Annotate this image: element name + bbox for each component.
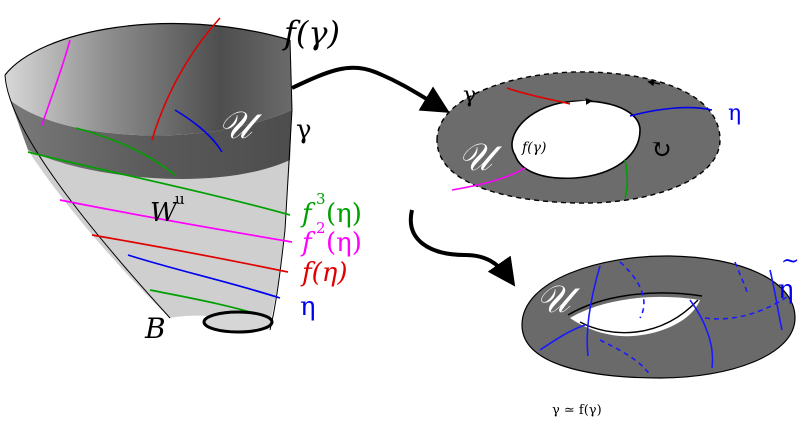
curve-f2-eta [59,199,293,243]
label-eta-cone: η [300,292,316,322]
quotient-arrow [291,65,450,113]
label-B: B [144,312,166,345]
label-eta-tilde: ~ η [778,249,799,305]
rim-blue-curve [174,109,223,153]
inner-orientation-arrow [569,97,593,105]
torus-blue-dashed-2 [704,294,791,320]
unstable-manifold-cone [4,17,293,334]
label-Wu: W u [150,190,185,228]
rim-curve-f-gamma [4,22,291,76]
svg-text:f: f [300,228,316,258]
torus-blue-dashed-3 [599,339,651,376]
svg-text:(η): (η) [326,199,362,229]
torus-arrow [408,209,516,287]
curve-f1-eta [91,234,289,273]
svg-text:2: 2 [316,219,326,237]
annulus-green-curve [624,159,629,199]
rim-magenta-curve [41,39,71,126]
svg-text:3: 3 [316,190,326,208]
torus-hole [570,296,700,337]
label-f-gamma-annulus: f(γ) [521,140,546,156]
svg-text:(η): (η) [326,228,362,258]
annulus-red-curve [506,87,571,105]
torus-hole-lower-edge [579,299,699,334]
cone-lower-body [28,150,290,330]
label-gamma-cone: γ [296,115,312,145]
torus-blue-dashed-1 [619,261,645,319]
torus-blue-solid-3 [769,269,783,331]
annulus-blue-curve [629,106,713,117]
label-f3-eta: f 3 (η) [300,190,362,229]
svg-text:f: f [300,199,316,229]
svg-text:u: u [175,190,185,208]
torus-quotient [521,255,796,379]
annulus-fundamental-domain [436,71,721,204]
svg-text:W: W [150,198,179,228]
annulus-magenta-curve [451,167,526,191]
svg-text:~: ~ [781,249,799,274]
cone-rim-interior [5,23,292,136]
svg-text:η: η [778,275,794,305]
torus-blue-solid-1 [586,265,601,357]
torus-hole-upper-edge [567,292,703,316]
svg-text:~: ~ [541,261,559,286]
torus-blue-solid-2 [689,299,714,369]
gamma-orientation-arrow [647,79,661,87]
curve-f3-eta [27,151,291,216]
fundamental-domain-band [10,100,292,179]
torus-blue-solid-4 [539,324,586,351]
label-eta-annulus: η [728,101,741,126]
label-f1-eta: f(η) [300,258,348,288]
label-f-gamma-cone: f(γ) [282,14,340,52]
ball-B [202,310,274,334]
rim-green-curve [75,127,176,176]
label-gamma-annulus: γ [463,83,476,108]
curve-eta [127,254,281,299]
annulus-body [437,71,720,204]
caption-gamma-equiv: γ ≃ f(γ) [552,403,602,418]
rim-red-curve [151,17,221,141]
annulus-inner-boundary [511,100,641,180]
torus-blue-dashed-4 [734,261,749,296]
rotation-icon: ↻ [650,135,672,165]
